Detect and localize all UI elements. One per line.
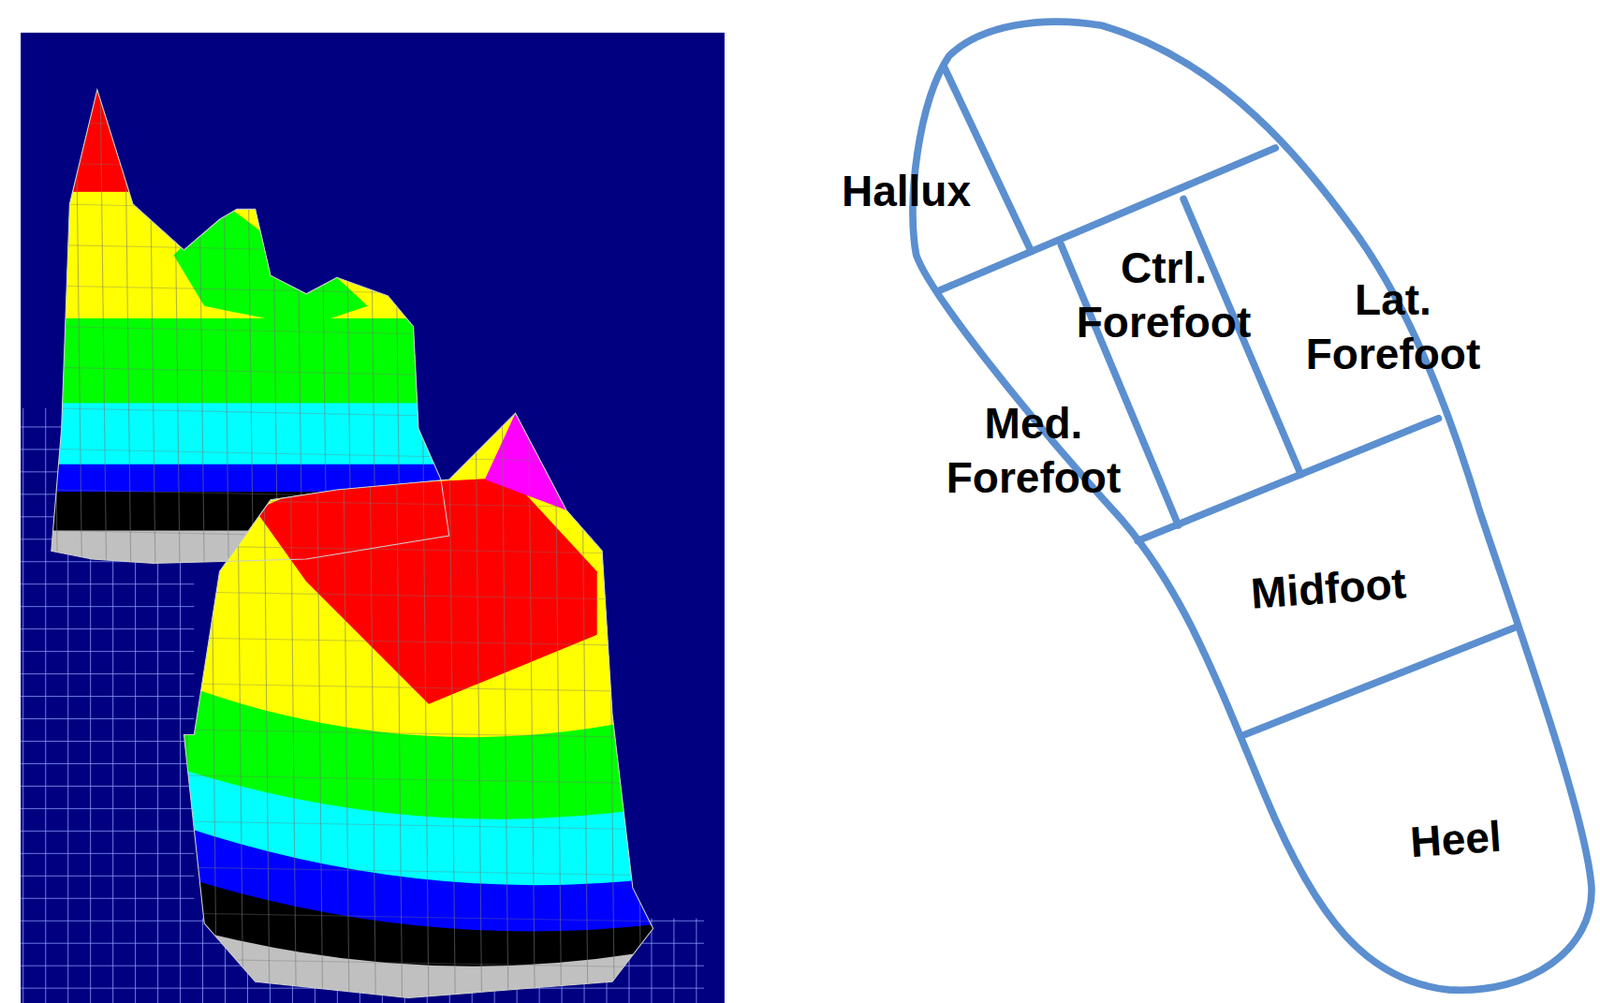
- region-label: Med. Forefoot: [916, 396, 1151, 505]
- region-label: Ctrl. Forefoot: [1046, 241, 1281, 350]
- region-label: Midfoot: [1186, 552, 1470, 626]
- region-label: Lat. Forefoot: [1276, 273, 1511, 382]
- region-label: Heel: [1313, 803, 1598, 877]
- pressure-plot: [0, 0, 817, 1003]
- region-label: Hallux: [765, 164, 1047, 220]
